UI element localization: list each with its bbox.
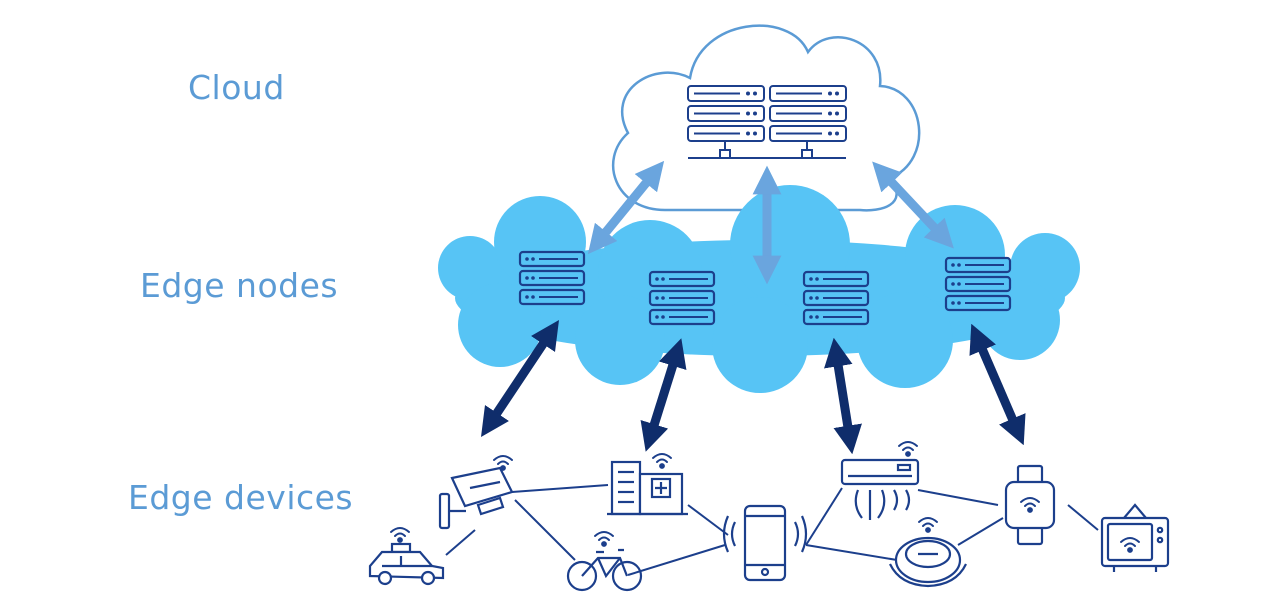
edge-device-arrow-1 — [481, 320, 559, 437]
bicycle-icon — [566, 530, 643, 592]
cloud-server-rack-icon — [687, 85, 847, 159]
edge-node-2-server-icon — [648, 270, 716, 326]
air-conditioner-icon — [840, 440, 920, 520]
edge-node-1-server-icon — [518, 250, 586, 306]
edge-nodes-layer-label: Edge nodes — [140, 266, 339, 305]
security-camera-icon — [438, 454, 514, 530]
smart-tv-icon — [1100, 503, 1170, 572]
cloud-edge-arrow-1 — [587, 160, 665, 255]
edge-devices-layer-label: Edge devices — [128, 478, 354, 517]
taxi-icon — [368, 526, 445, 586]
edge-node-4-server-icon — [944, 256, 1012, 312]
edge-device-arrow-4 — [969, 323, 1026, 446]
cloud-layer-label: Cloud — [188, 68, 285, 107]
smartphone-icon — [722, 504, 808, 582]
edge-device-arrow-2 — [640, 338, 687, 452]
cloud-edge-arrow-3 — [872, 161, 954, 249]
smartwatch-icon — [1004, 464, 1056, 546]
device-mesh-lines — [445, 484, 1099, 576]
robot-vacuum-icon — [889, 516, 967, 588]
edge-node-3-server-icon — [802, 270, 870, 326]
edge-device-arrow-3 — [824, 337, 862, 455]
hospital-icon — [607, 452, 688, 516]
